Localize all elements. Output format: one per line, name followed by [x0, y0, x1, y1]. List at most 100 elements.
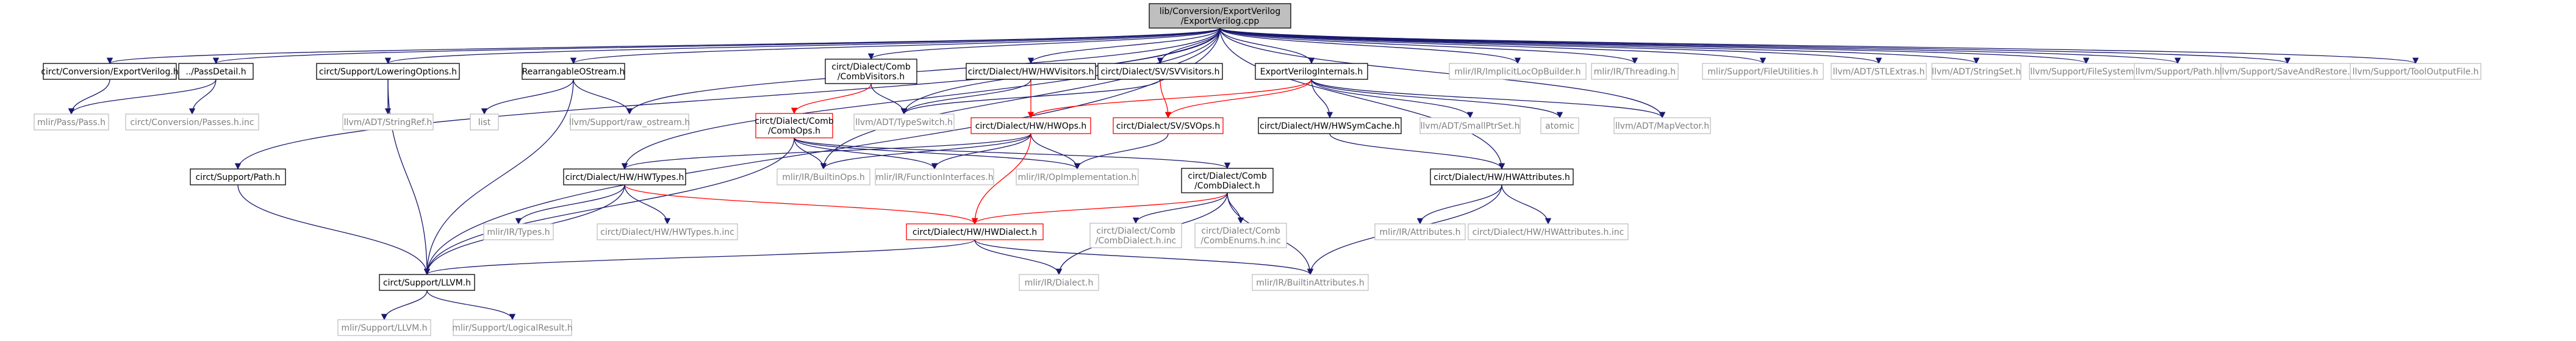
node-label: ../PassDetail.h [185, 67, 246, 77]
node-stlextras_h[interactable]: llvm/ADT/STLExtras.h [1831, 63, 1927, 80]
node-pass_h[interactable]: mlir/Pass/Pass.h [34, 113, 109, 131]
node-smallptrset_h[interactable]: llvm/ADT/SmallPtrSet.h [1419, 117, 1521, 134]
node-box [1702, 63, 1824, 80]
node-hwattributes_inc[interactable]: circt/Dialect/HW/HWAttributes.h.inc [1468, 223, 1629, 240]
node-hwvisitors_h[interactable]: circt/Dialect/HW/HWVisitors.h [966, 63, 1096, 80]
edge-hwsymcache_h-to-hwattributes_h [1329, 133, 1505, 170]
edge-root-to-threading_h [1219, 27, 1638, 65]
node-label: circt/Support/Path.h [195, 173, 280, 182]
node-exportverilog_h[interactable]: circt/Conversion/ExportVerilog.h [41, 63, 179, 80]
node-label: llvm/Support/ToolOutputFile.h [2352, 67, 2478, 77]
node-funcinterfaces_h[interactable]: mlir/IR/FunctionInterfaces.h [875, 168, 994, 185]
edge-root-to-stringset_h [1219, 27, 1979, 65]
edge-combops_h-to-llvm_h [423, 137, 795, 276]
edge-hwops_h-to-opimpl_h [1030, 133, 1081, 170]
node-hwtypes_h[interactable]: circt/Dialect/HW/HWTypes.h [563, 168, 686, 185]
node-stringset_h[interactable]: llvm/ADT/StringSet.h [1931, 63, 2022, 80]
node-passdetail_h[interactable]: ../PassDetail.h [178, 63, 254, 80]
node-label: /CombDialect.h [1194, 181, 1260, 191]
edge-root-to-fileutil_h [1219, 27, 1766, 65]
node-box [125, 113, 259, 131]
node-label: circt/Dialect/HW/HWAttributes.h.inc [1473, 228, 1624, 237]
node-svvisitors_h[interactable]: circt/Dialect/SV/SVVisitors.h [1097, 63, 1223, 80]
node-tooloutput_h[interactable]: llvm/Support/ToolOutputFile.h [2350, 63, 2481, 80]
node-hwtypes_inc[interactable]: circt/Dialect/HW/HWTypes.h.inc [597, 223, 738, 240]
node-label: circt/Dialect/HW/HWSymCache.h [1260, 121, 1400, 131]
node-irdialect_h[interactable]: mlir/IR/Dialect.h [1019, 274, 1099, 291]
node-label: circt/Dialect/SV/SVOps.h [1116, 121, 1221, 131]
node-root: lib/Conversion/ExportVerilog/ExportVeril… [1149, 3, 1291, 29]
node-combdialect_inc[interactable]: circt/Dialect/Comb/CombDialect.h.inc [1089, 223, 1182, 248]
node-rearr_h[interactable]: RearrangableOStream.h [522, 63, 625, 80]
edge-hwops_h-to-funcinterfaces_h [931, 133, 1031, 170]
edge-llvm_h-to-mlirllvm_h [381, 290, 428, 321]
node-label: llvm/Support/Path.h [2136, 67, 2220, 77]
node-box [970, 117, 1091, 134]
node-combdialect_h[interactable]: circt/Dialect/Comb/CombDialect.h [1181, 168, 1274, 193]
node-list[interactable]: list [470, 113, 499, 131]
node-hwdialect_h[interactable]: circt/Dialect/HW/HWDialect.h [906, 223, 1044, 240]
node-atomic[interactable]: atomic [1540, 117, 1579, 134]
node-opimpl_h[interactable]: mlir/IR/OpImplementation.h [1016, 168, 1139, 185]
node-logicalresult_h[interactable]: mlir/Support/LogicalResult.h [452, 319, 573, 336]
node-label: lib/Conversion/ExportVerilog [1160, 7, 1281, 16]
node-label: llvm/ADT/MapVector.h [1615, 121, 1709, 131]
node-supportpath_h[interactable]: circt/Support/Path.h [190, 168, 286, 185]
node-hwops_h[interactable]: circt/Dialect/HW/HWOps.h [970, 117, 1091, 134]
node-label: list [478, 118, 491, 127]
node-mlirllvm_h[interactable]: mlir/Support/LLVM.h [337, 319, 431, 336]
edge-evinternals_h-to-atomic [1311, 79, 1563, 119]
node-hwattributes_h[interactable]: circt/Dialect/HW/HWAttributes.h [1430, 168, 1574, 185]
node-label: /CombEnums.h.inc [1200, 236, 1280, 246]
edge-combdialect_h-to-hwdialect_h [971, 192, 1228, 225]
node-label: circt/Dialect/Comb [831, 62, 911, 72]
node-label: mlir/Pass/Pass.h [37, 118, 106, 127]
node-box [2350, 63, 2481, 80]
edge-root-to-implicitloc_h [1219, 27, 1521, 65]
node-lowering_h[interactable]: circt/Support/LoweringOptions.h [316, 63, 460, 80]
node-fileutil_h[interactable]: mlir/Support/FileUtilities.h [1702, 63, 1824, 80]
node-evinternals_h[interactable]: ExportVerilogInternals.h [1255, 63, 1368, 80]
node-combenums_inc[interactable]: circt/Dialect/Comb/CombEnums.h.inc [1194, 223, 1287, 248]
node-box [1449, 63, 1587, 80]
node-raw_ostream_h[interactable]: llvm/Support/raw_ostream.h [569, 113, 690, 131]
node-irtypes_h[interactable]: mlir/IR/Types.h [483, 223, 554, 240]
edge-root-to-supportpath_h [234, 27, 1221, 170]
edge-root-to-exportverilog_h [107, 27, 1221, 65]
edge-hwtypes_h-to-hwtypes_inc [624, 184, 671, 225]
node-llvm_h[interactable]: circt/Support/LLVM.h [379, 274, 475, 291]
node-combops_h[interactable]: circt/Dialect/Comb/CombOps.h [755, 113, 834, 138]
node-hwsymcache_h[interactable]: circt/Dialect/HW/HWSymCache.h [1258, 117, 1402, 134]
edge-layer [68, 27, 2419, 321]
node-irattributes_h[interactable]: mlir/IR/Attributes.h [1374, 223, 1466, 240]
node-label: circt/Dialect/HW/HWVisitors.h [968, 67, 1094, 77]
node-passes_inc[interactable]: circt/Conversion/Passes.h.inc [125, 113, 259, 131]
node-stringref_h[interactable]: llvm/ADT/StringRef.h [342, 113, 434, 131]
node-box [1419, 117, 1521, 134]
node-label: llvm/ADT/StringSet.h [1932, 67, 2021, 77]
node-box [563, 168, 686, 185]
edge-root-to-builtinops_h [820, 27, 1221, 170]
node-box [1540, 117, 1579, 134]
node-filesystem_h[interactable]: llvm/Support/FileSystem.h [2029, 63, 2144, 80]
edge-hwattributes_h-to-irattributes_h [1416, 184, 1502, 225]
node-box [178, 63, 254, 80]
edge-svops_h-to-opimpl_h [1074, 133, 1169, 170]
edge-llvm_h-to-logicalresult_h [426, 290, 516, 321]
node-builtinattr_h[interactable]: mlir/IR/BuiltinAttributes.h [1252, 274, 1369, 291]
node-builtinops_h[interactable]: mlir/IR/BuiltinOps.h [777, 168, 870, 185]
edge-root-to-path_h [1219, 27, 2181, 65]
node-mapvector_h[interactable]: llvm/ADT/MapVector.h [1613, 117, 1711, 134]
edge-evinternals_h-to-hwsymcache_h [1311, 79, 1333, 119]
node-typeswitch_h[interactable]: llvm/ADT/TypeSwitch.h [853, 113, 955, 131]
node-path_h[interactable]: llvm/Support/Path.h [2134, 63, 2222, 80]
node-svops_h[interactable]: circt/Dialect/SV/SVOps.h [1113, 117, 1224, 134]
node-box [522, 63, 625, 80]
node-saverestore_h[interactable]: llvm/Support/SaveAndRestore.h [2220, 63, 2356, 80]
node-box [1016, 168, 1139, 185]
edge-rearr_h-to-llvm_h [423, 79, 574, 276]
node-threading_h[interactable]: mlir/IR/Threading.h [1591, 63, 1679, 80]
node-combvisitors_h[interactable]: circt/Dialect/Comb/CombVisitors.h [825, 59, 917, 84]
edge-passdetail_h-to-passes_inc [188, 79, 217, 115]
node-implicitloc_h[interactable]: mlir/IR/ImplicitLocOpBuilder.h [1449, 63, 1587, 80]
